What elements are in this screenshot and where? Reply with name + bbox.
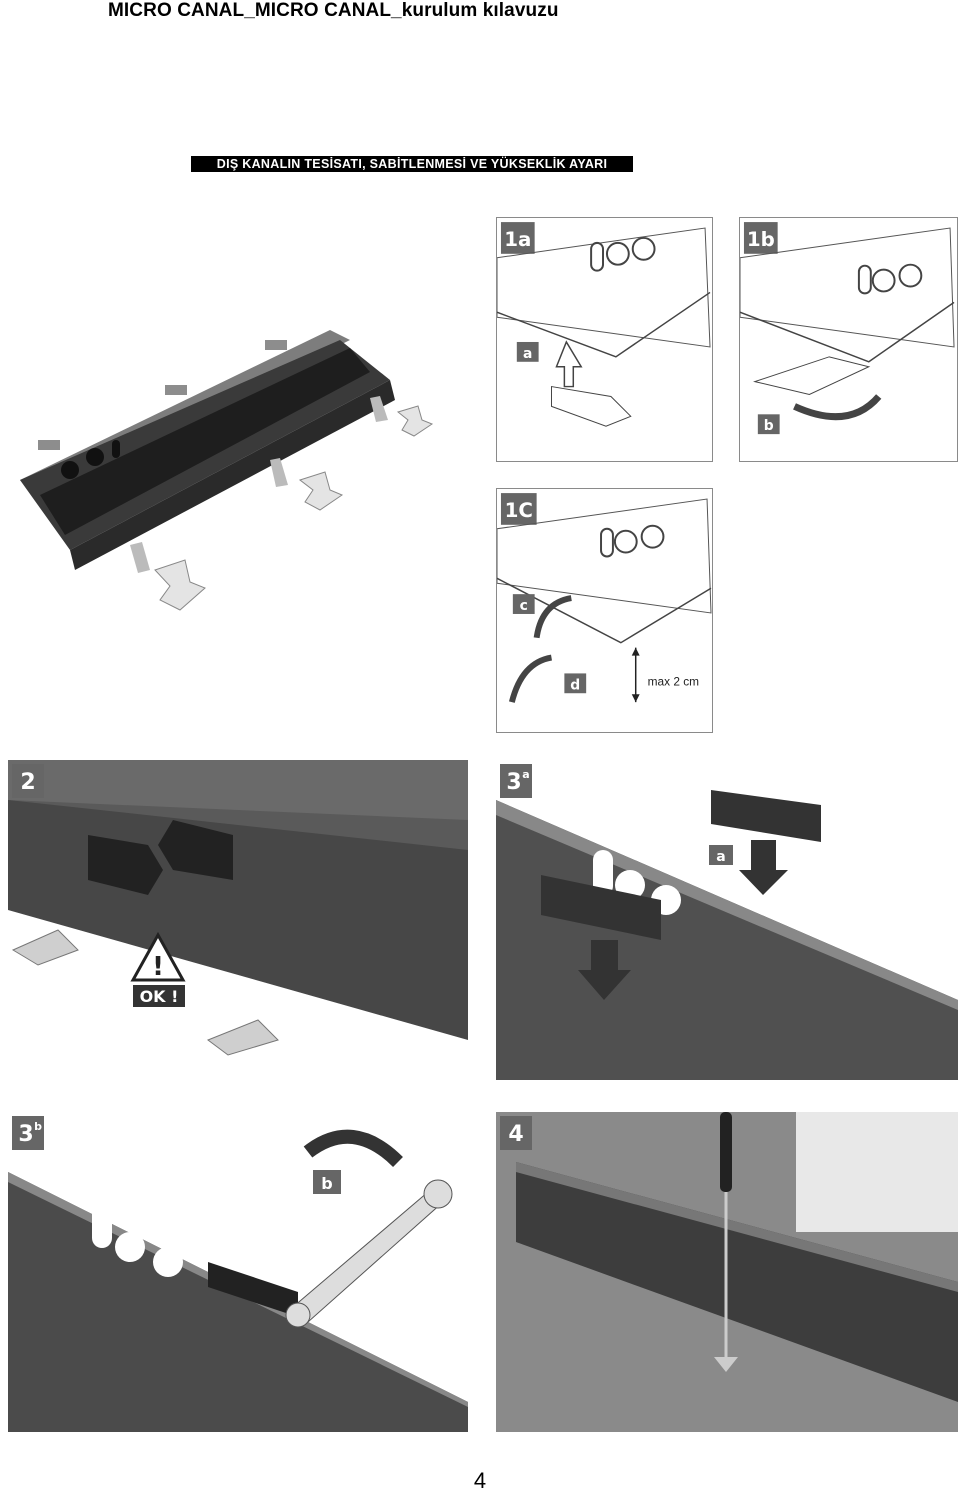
step-1c-dimension-note: max 2 cm <box>648 674 700 688</box>
step-1a-callout-a: a <box>523 346 532 362</box>
step-3b-label: 3 <box>18 1122 33 1147</box>
step-1b-label: 1b <box>747 228 775 251</box>
svg-text:!: ! <box>152 952 164 982</box>
step-3a-label-sup: a <box>522 768 529 781</box>
step-3b-label-sup: b <box>34 1120 42 1133</box>
step-4-label: 4 <box>508 1122 523 1147</box>
step-3b-callout-b: b <box>321 1174 332 1193</box>
step-1c-label: 1C <box>505 499 533 522</box>
step-2-label: 2 <box>20 770 35 795</box>
step-1c-callout-d: d <box>570 677 580 693</box>
step-1b-callout-b: b <box>764 418 774 434</box>
step-2-warning-text: OK ! <box>140 987 179 1006</box>
step-3a-label: 3 <box>506 770 521 795</box>
step-3b-panel: b 3 b <box>8 1112 468 1432</box>
step-1c-callout-c: c <box>520 598 528 614</box>
overview-illustration <box>10 320 450 620</box>
step-2-panel: ! OK ! 2 <box>8 760 468 1080</box>
page-number: 4 <box>473 1468 487 1493</box>
section-heading: DIŞ KANALIN TESİSATI, SABİTLENMESİ VE YÜ… <box>191 156 633 172</box>
step-1a-panel: 1a a <box>496 217 713 462</box>
step-1b-panel: 1b b <box>739 217 958 462</box>
step-4-panel: 4 <box>496 1112 958 1432</box>
step-1a-label: 1a <box>504 228 531 251</box>
step-3a-panel: a 3 a <box>496 760 958 1080</box>
step-1c-panel: 1C c d max 2 cm <box>496 488 713 733</box>
step-3a-callout-a: a <box>716 849 725 865</box>
document-title: MICRO CANAL_MICRO CANAL_kurulum kılavuzu <box>108 0 559 21</box>
